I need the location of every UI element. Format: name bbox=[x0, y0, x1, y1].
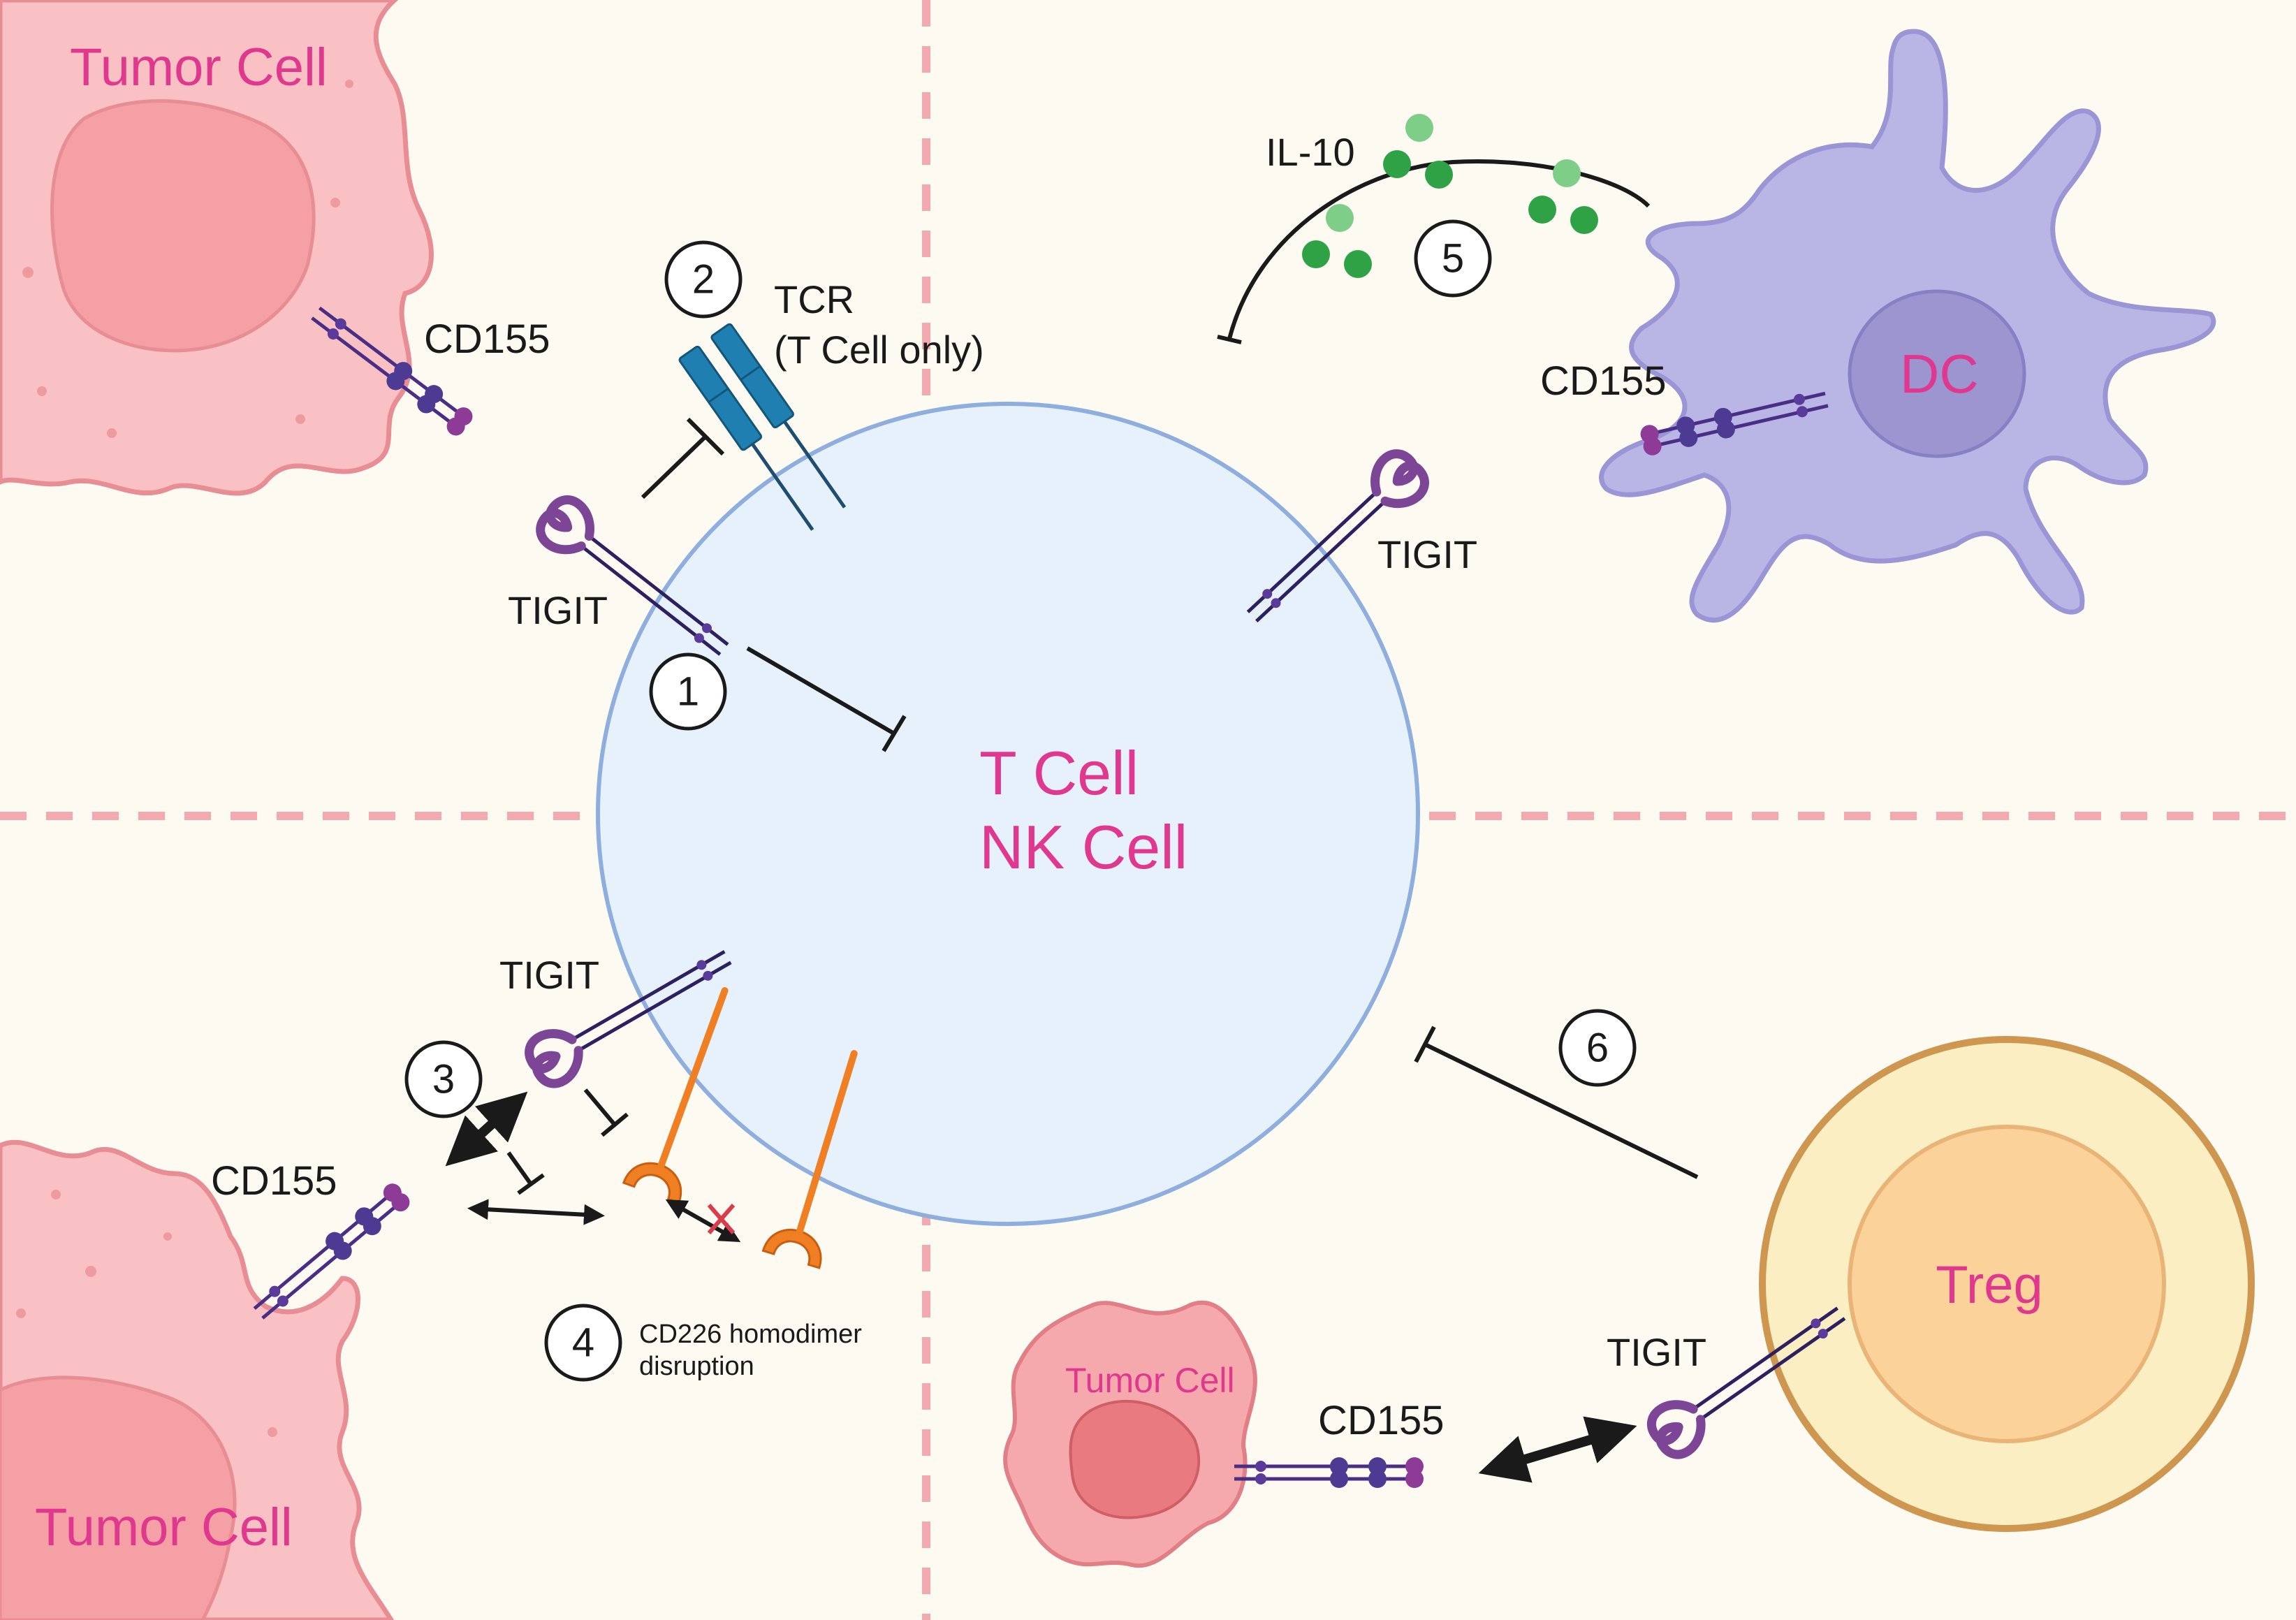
arrow-tigit-cd155-bottom-left bbox=[445, 1091, 528, 1167]
tigit-top-right-label: TIGIT bbox=[1377, 532, 1477, 576]
treg-nucleus bbox=[1848, 1125, 2166, 1443]
step-1-number: 1 bbox=[677, 669, 699, 715]
tigit-bottom-left-label: TIGIT bbox=[499, 953, 599, 997]
tumor-cell-bottom-left bbox=[0, 1139, 395, 1620]
cd226-label-line1: CD226 homodimer bbox=[639, 1320, 862, 1349]
tumor-nucleus-bottom bbox=[0, 1375, 237, 1620]
tcr-label: TCR bbox=[774, 277, 854, 321]
il10-label: IL-10 bbox=[1266, 130, 1355, 174]
dc-label: DC bbox=[1900, 343, 1979, 404]
il10-inhibition-bar bbox=[1217, 335, 1242, 344]
step-3-number: 3 bbox=[432, 1057, 455, 1102]
inhibit-tigit-tcr bbox=[641, 417, 725, 499]
dc-nucleus bbox=[1848, 289, 2026, 458]
treg-label: Treg bbox=[1936, 1255, 2042, 1315]
tumor-nucleus bbox=[50, 99, 316, 353]
tumor-cell-top-left-label: Tumor Cell bbox=[70, 38, 328, 97]
step-2-number: 2 bbox=[692, 257, 715, 302]
tcr-subtitle: (T Cell only) bbox=[774, 328, 984, 372]
cd226-label-line2: disruption bbox=[639, 1352, 754, 1381]
tumor-cell-top-left bbox=[0, 0, 434, 496]
inhibit-treg-tcell bbox=[1414, 1026, 1699, 1179]
inhibit-tigit-cd226 bbox=[583, 1088, 629, 1137]
inhibit-tigit-tcell bbox=[746, 646, 907, 752]
cd155-bottom-left-label: CD155 bbox=[211, 1158, 337, 1204]
cd155-bottom-right-label: CD155 bbox=[1318, 1398, 1445, 1443]
tumor-cell-bottom-left-label: Tumor Cell bbox=[35, 1498, 293, 1557]
step-1-marker: 1 bbox=[649, 652, 727, 731]
tumor-cell-small-label: Tumor Cell bbox=[1065, 1361, 1235, 1400]
step-6-number: 6 bbox=[1586, 1026, 1609, 1071]
step-2-marker: 2 bbox=[664, 240, 743, 319]
step-4-marker: 4 bbox=[544, 1304, 622, 1382]
t-nk-cell bbox=[596, 402, 1420, 1226]
tigit-top-left-label: TIGIT bbox=[508, 588, 608, 632]
nk-cell-label: NK Cell bbox=[979, 812, 1187, 882]
tumor-nucleus-small bbox=[1069, 1400, 1201, 1519]
dendritic-cell bbox=[1599, 29, 2216, 623]
step-5-marker: 5 bbox=[1414, 219, 1492, 298]
t-cell-label: T Cell bbox=[979, 738, 1139, 808]
il10-molecules bbox=[1302, 114, 1598, 278]
step-6-marker: 6 bbox=[1558, 1009, 1637, 1087]
step-3-marker: 3 bbox=[404, 1040, 483, 1118]
tigit-treg-label: TIGIT bbox=[1607, 1330, 1706, 1374]
arrow-cd155-cd226 bbox=[467, 1199, 605, 1225]
cd155-top-left-label: CD155 bbox=[424, 316, 550, 362]
tcr-receptor bbox=[678, 323, 847, 531]
step-5-number: 5 bbox=[1442, 236, 1464, 282]
step-4-number: 4 bbox=[572, 1320, 594, 1366]
cross-mark bbox=[707, 1204, 736, 1234]
arrow-cd226-homodimer bbox=[665, 1199, 741, 1242]
arrow-cd155-tigit-treg bbox=[1478, 1416, 1637, 1483]
cd155-dc-label: CD155 bbox=[1540, 358, 1667, 404]
tumor-cell-small bbox=[1003, 1300, 1257, 1568]
